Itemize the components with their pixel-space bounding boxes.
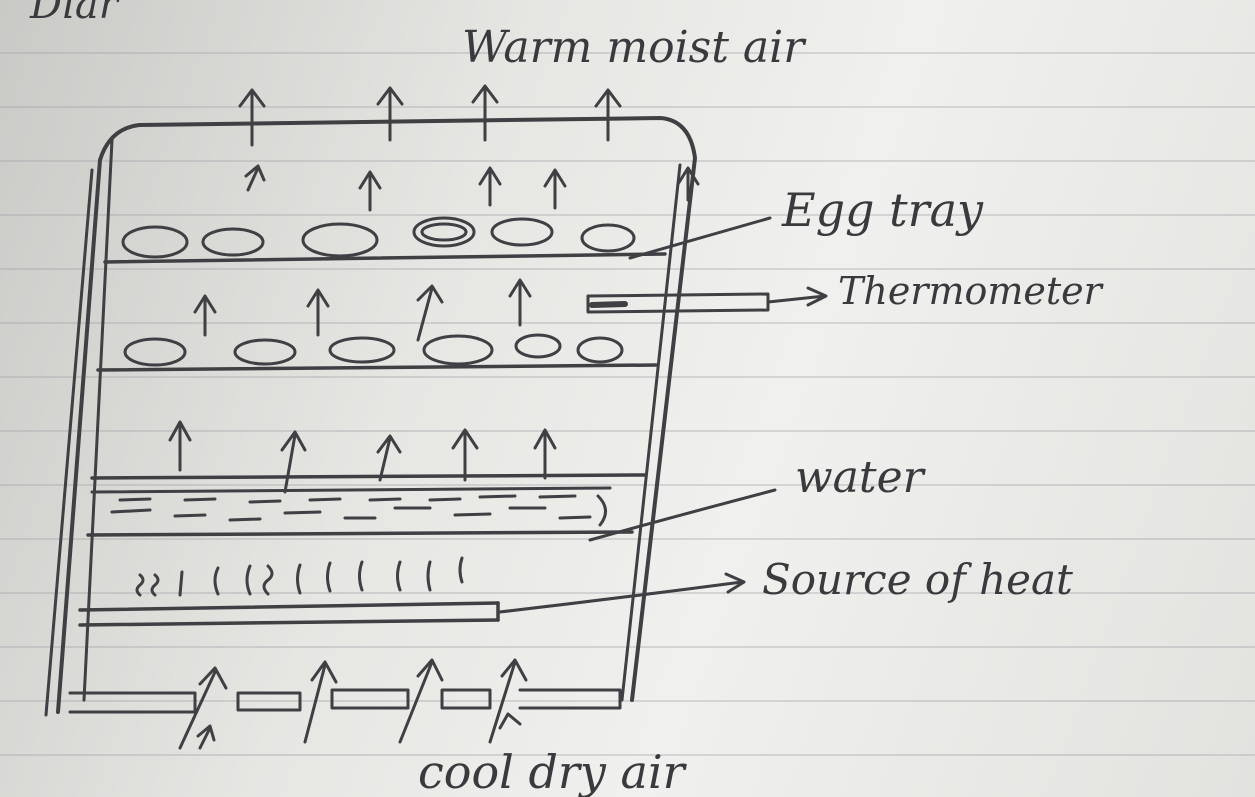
arrows-upper-chamber <box>244 164 567 212</box>
leader-lines <box>498 216 828 614</box>
vent-plates <box>68 688 622 714</box>
arrows-middle-chamber <box>193 278 532 342</box>
label-water: water <box>795 452 927 503</box>
thermometer-icon <box>586 292 770 314</box>
arrows-lower-chamber <box>168 420 557 494</box>
egg-row-lower <box>123 333 624 367</box>
arrows-inlet <box>178 658 528 750</box>
label-top-partial: Diar <box>29 0 121 28</box>
label-warm-moist-air: Warm moist air <box>462 22 807 73</box>
shelves <box>78 252 667 627</box>
egg-row-upper <box>121 216 636 259</box>
label-egg-tray: Egg tray <box>781 183 984 237</box>
arrows-exhaust <box>238 84 700 202</box>
label-thermometer: Thermometer <box>838 269 1105 313</box>
label-source-of-heat: Source of heat <box>762 555 1073 604</box>
label-cool-dry-air: cool dry air <box>418 745 688 797</box>
incubator-box <box>44 116 697 717</box>
water-tray <box>90 486 612 527</box>
heat-marks <box>135 556 464 597</box>
